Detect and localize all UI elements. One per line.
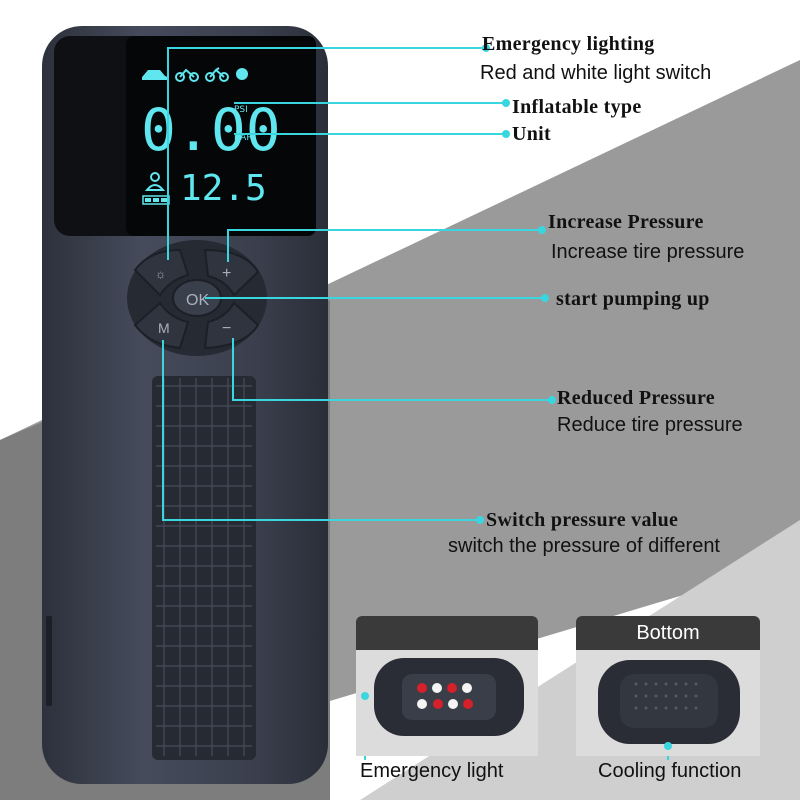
increase-pressure-subtitle: Increase tire pressure — [551, 241, 745, 263]
emergency-light-panel — [356, 616, 538, 756]
start-pumping-title: start pumping up — [556, 288, 710, 310]
emergency-light-panel-header — [356, 616, 538, 650]
motorcycle-icon — [175, 68, 199, 82]
emergency-light-bottom-view — [356, 650, 538, 756]
pressure-reading: 0.00 — [141, 96, 281, 164]
mode-button[interactable] — [133, 301, 190, 350]
reduced-pressure-title: Reduced Pressure — [557, 387, 715, 409]
emergency-lighting-subtitle: Red and white light switch — [480, 62, 712, 84]
led-white — [417, 683, 472, 709]
light-icon: ☼ — [155, 267, 166, 281]
unit-title: Unit — [512, 123, 551, 145]
car-icon — [142, 70, 168, 80]
air-pump-device — [42, 26, 328, 784]
battery-icon — [142, 195, 170, 205]
callout-lines — [162, 47, 669, 760]
minus-icon: − — [222, 320, 231, 337]
led-red — [417, 683, 473, 709]
psi-label: PSI — [234, 105, 248, 115]
switch-pressure-title: Switch pressure value — [486, 509, 679, 531]
light-button[interactable] — [133, 248, 190, 297]
emergency-lighting-title: Emergency lighting — [482, 33, 655, 55]
bicycle-icon — [205, 67, 229, 82]
plus-icon: + — [222, 265, 231, 282]
cooling-function-caption: Cooling function — [598, 760, 742, 782]
ok-label: OK — [186, 292, 209, 309]
callout-dots — [476, 44, 556, 524]
cooling-vent-bottom-view — [576, 650, 760, 756]
switch-pressure-subtitle: switch the pressure of different — [448, 535, 720, 557]
mode-label: M — [158, 320, 170, 336]
ball-icon — [236, 68, 248, 80]
bottom-panel: Bottom — [576, 616, 760, 756]
reduced-pressure-subtitle: Reduce tire pressure — [557, 414, 743, 436]
inflatable-type-title: Inflatable type — [512, 96, 642, 118]
bar-label: BAR — [234, 133, 253, 143]
decrease-button[interactable] — [203, 301, 260, 350]
preset-value: 12.5 — [180, 168, 267, 209]
emergency-light-caption: Emergency light — [360, 760, 504, 782]
person-icon — [144, 172, 166, 191]
bottom-panel-header: Bottom — [576, 616, 760, 650]
increase-pressure-title: Increase Pressure — [548, 211, 704, 233]
